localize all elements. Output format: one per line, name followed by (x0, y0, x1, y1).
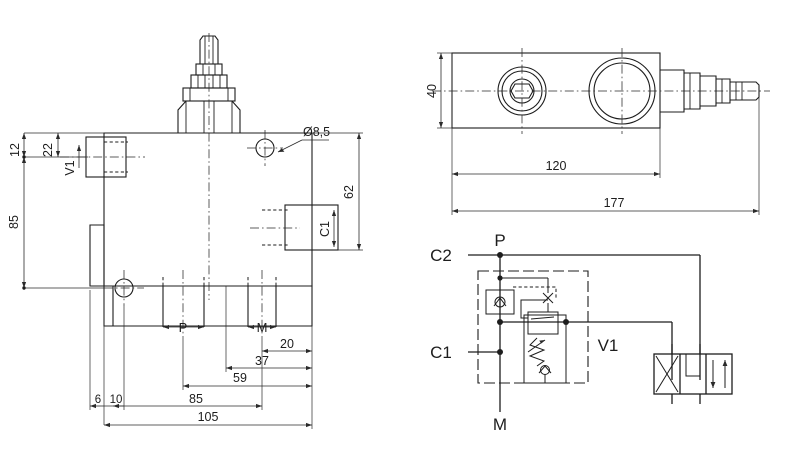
top-view-port-left (497, 48, 547, 134)
dim-22: 22 (41, 133, 61, 157)
hydraulic-schematic: C2 P C1 M V1 (430, 231, 733, 434)
adjuster-stem-assembly (177, 33, 241, 300)
schematic-label-p: P (494, 231, 505, 250)
dim-label-diameter: Ø8,5 (303, 125, 330, 139)
pilot-orifice-symbol (542, 278, 554, 312)
c1-cavity (250, 204, 339, 251)
dim-40: 40 (425, 52, 452, 129)
dim-label-22: 22 (41, 143, 55, 157)
dim-label-105: 105 (198, 410, 219, 424)
mounting-hole-top (247, 130, 283, 166)
mounting-hole-bottom (104, 270, 144, 306)
dim-85-vertical: 85 (7, 155, 104, 290)
top-view-fitting (660, 69, 760, 113)
dim-label-20: 20 (280, 337, 294, 351)
dim-62: 62 (312, 132, 363, 251)
dim-59: 59 (182, 336, 312, 390)
dim-label-62: 62 (342, 185, 356, 199)
front-port-label-v1: V1 (63, 160, 77, 175)
port-m-hole (247, 270, 277, 336)
dim-label-177: 177 (604, 196, 625, 210)
check-valve-symbol (485, 278, 515, 315)
dim-diameter-8-5: Ø8,5 (277, 125, 330, 153)
dim-label-c1: C1 (318, 221, 332, 237)
dim-20: 20 (262, 326, 313, 355)
dim-label-59: 59 (233, 371, 247, 385)
front-view: 12 22 V1 85 (7, 33, 363, 429)
schematic-label-m: M (493, 415, 507, 434)
dim-37: 37 (225, 286, 312, 372)
front-port-label-m: M (257, 320, 268, 335)
dim-label-85-horizontal: 85 (189, 392, 203, 406)
front-port-m: M (248, 320, 276, 335)
port-p-hole (162, 270, 205, 336)
dim-6: 6 (89, 290, 105, 425)
top-view-port-right (588, 48, 656, 134)
dim-85-horizontal: 85 (113, 336, 263, 410)
dim-120: 120 (451, 53, 661, 215)
schematic-label-c1: C1 (430, 343, 452, 362)
front-label-v1: V1 (63, 145, 82, 176)
schematic-label-v1: V1 (598, 336, 619, 355)
dim-label-6: 6 (95, 394, 101, 406)
dim-10: 10 (104, 306, 125, 410)
top-view: 40 120 177 (425, 48, 770, 215)
front-port-p: P (163, 320, 204, 335)
valve-assembly-envelope (477, 270, 589, 384)
dim-label-10: 10 (110, 394, 123, 406)
schematic-label-c2: C2 (430, 246, 452, 265)
dim-label-85-vertical: 85 (7, 215, 21, 229)
dim-177: 177 (452, 97, 760, 215)
dim-105: 105 (104, 355, 313, 429)
dim-label-40: 40 (425, 84, 439, 98)
front-port-label-p: P (179, 320, 188, 335)
dim-12: 12 (8, 132, 104, 158)
dim-c1: C1 (318, 210, 337, 247)
dim-label-12: 12 (8, 143, 22, 157)
pilot-line-dashed (513, 286, 557, 300)
pressure-relief-valve-symbol (520, 299, 567, 384)
dim-label-120: 120 (546, 159, 567, 173)
directional-control-valve-symbol (653, 344, 733, 404)
